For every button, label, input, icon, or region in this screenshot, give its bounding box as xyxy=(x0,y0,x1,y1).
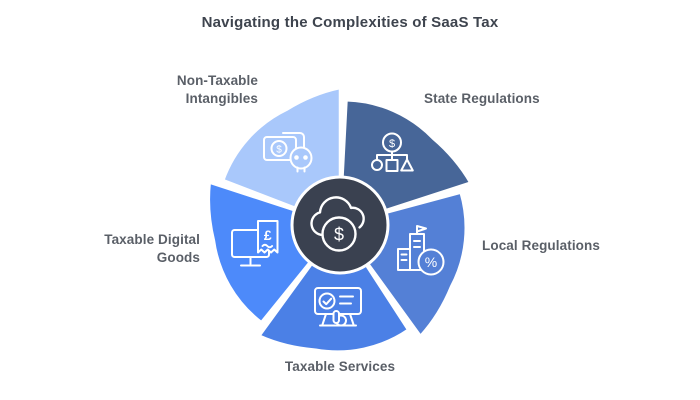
svg-text:%: % xyxy=(425,254,437,270)
banknote-skull-icon: $ xyxy=(263,132,313,173)
label-line: Intangibles xyxy=(185,91,258,106)
page-title: Navigating the Complexities of SaaS Tax xyxy=(201,14,499,31)
svg-text:£: £ xyxy=(264,227,272,243)
label-line: Non-Taxable xyxy=(176,73,258,88)
label-local-regulations: Local Regulations xyxy=(482,238,600,253)
svg-text:$: $ xyxy=(276,144,282,155)
label-non-taxable-intangibles: Non-Taxable Intangibles xyxy=(108,72,258,108)
label-taxable-services: Taxable Services xyxy=(284,359,396,374)
dollar-hierarchy-icon: $ xyxy=(371,132,414,172)
label-line: Taxable Digital xyxy=(104,232,200,247)
label-taxable-digital-goods: Taxable Digital Goods xyxy=(58,231,200,267)
cloud-dollar-icon: $ xyxy=(310,196,365,252)
svg-text:$: $ xyxy=(389,138,395,150)
label-state-regulations: State Regulations xyxy=(424,91,540,106)
presentation-check-icon xyxy=(314,287,362,327)
building-percent-icon: % xyxy=(397,225,445,276)
svg-text:$: $ xyxy=(334,225,344,245)
monitor-receipt-icon: £ xyxy=(231,220,279,267)
label-line: Goods xyxy=(156,250,200,265)
